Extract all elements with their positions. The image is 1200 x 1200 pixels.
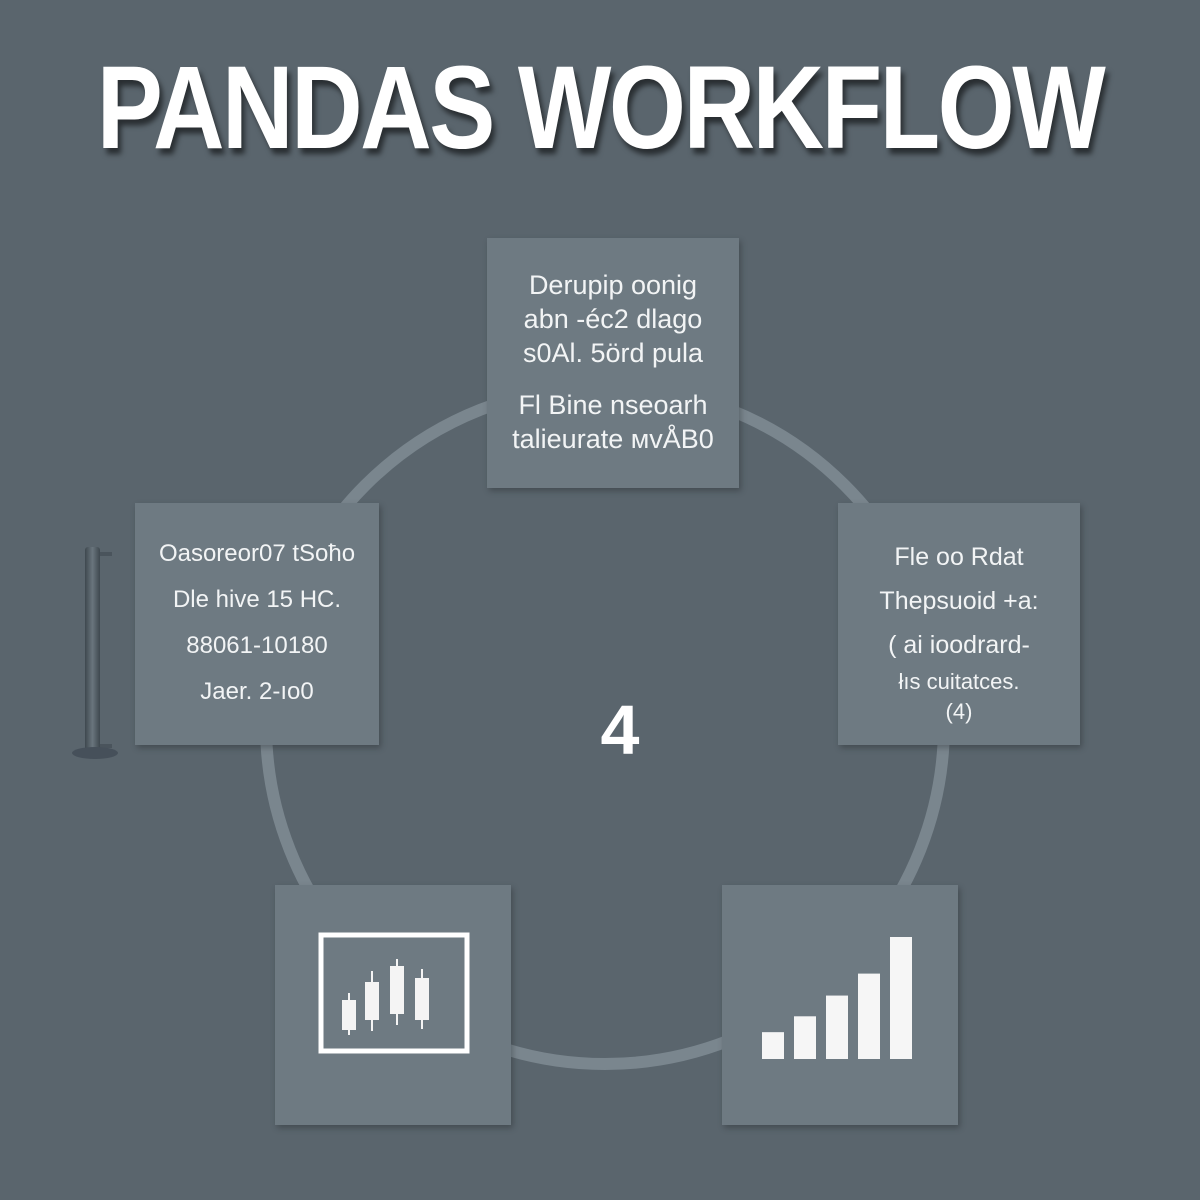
- step-right-line-2: Thepsuoid +a:: [879, 587, 1039, 615]
- candle-1: [342, 1000, 356, 1030]
- bar-chart-icon: [762, 937, 912, 1059]
- step-box-top: Derupip oonig abn -éc2 dlago s0Al. 5örd …: [487, 238, 739, 488]
- step-left-line-1: Oasoreor07 tSoħo: [158, 540, 356, 567]
- step-right-line-4: łıs cuitatces.: [898, 669, 1020, 694]
- pipe-icon: [85, 547, 100, 754]
- bar-5: [890, 937, 912, 1059]
- pipe-bottom-bracket: [100, 744, 112, 748]
- step-box-bottom-left: [275, 885, 511, 1125]
- step-top-line-5: talieurate мvÅB0: [512, 424, 714, 454]
- step-left-line-3: 88061-10180: [186, 632, 328, 659]
- bar-2: [794, 1016, 816, 1059]
- pipe-base: [72, 747, 118, 759]
- bar-4: [858, 973, 880, 1059]
- step-top-line-3: s0Al. 5örd pula: [522, 338, 704, 368]
- candlestick-chart-icon: [318, 932, 470, 1054]
- step-top-line-2: abn -éc2 dlago: [523, 304, 703, 334]
- chart-frame: [318, 932, 470, 1054]
- bar-3: [826, 995, 848, 1059]
- step-left-line-2: Dle hive 15 HC.: [172, 586, 342, 613]
- step-box-right: Fle oo Rdat Thepsuoid +a: ( ai ioodrard-…: [838, 503, 1080, 745]
- step-box-bottom-right: [722, 885, 958, 1125]
- center-step-number: 4: [600, 691, 640, 769]
- step-right-line-1: Fle oo Rdat: [894, 543, 1024, 571]
- diagram-title: PANDAS WORKFLOW: [96, 42, 1106, 174]
- candle-4: [415, 978, 429, 1020]
- step-right-line-3: ( ai ioodrard-: [888, 631, 1030, 659]
- step-top-line-1: Derupip oonig: [528, 270, 698, 300]
- step-box-left: Oasoreor07 tSoħo Dle hive 15 HC. 88061-1…: [135, 503, 379, 745]
- candle-3: [390, 966, 404, 1014]
- step-left-line-4: Jaer. 2-ıo0: [200, 678, 314, 705]
- step-top-line-4: Fl Bine nseoarh: [518, 390, 708, 420]
- pipe-top-bracket: [100, 552, 112, 556]
- candle-2: [365, 982, 379, 1020]
- bar-1: [762, 1032, 784, 1059]
- step-right-line-5: (4): [945, 699, 973, 724]
